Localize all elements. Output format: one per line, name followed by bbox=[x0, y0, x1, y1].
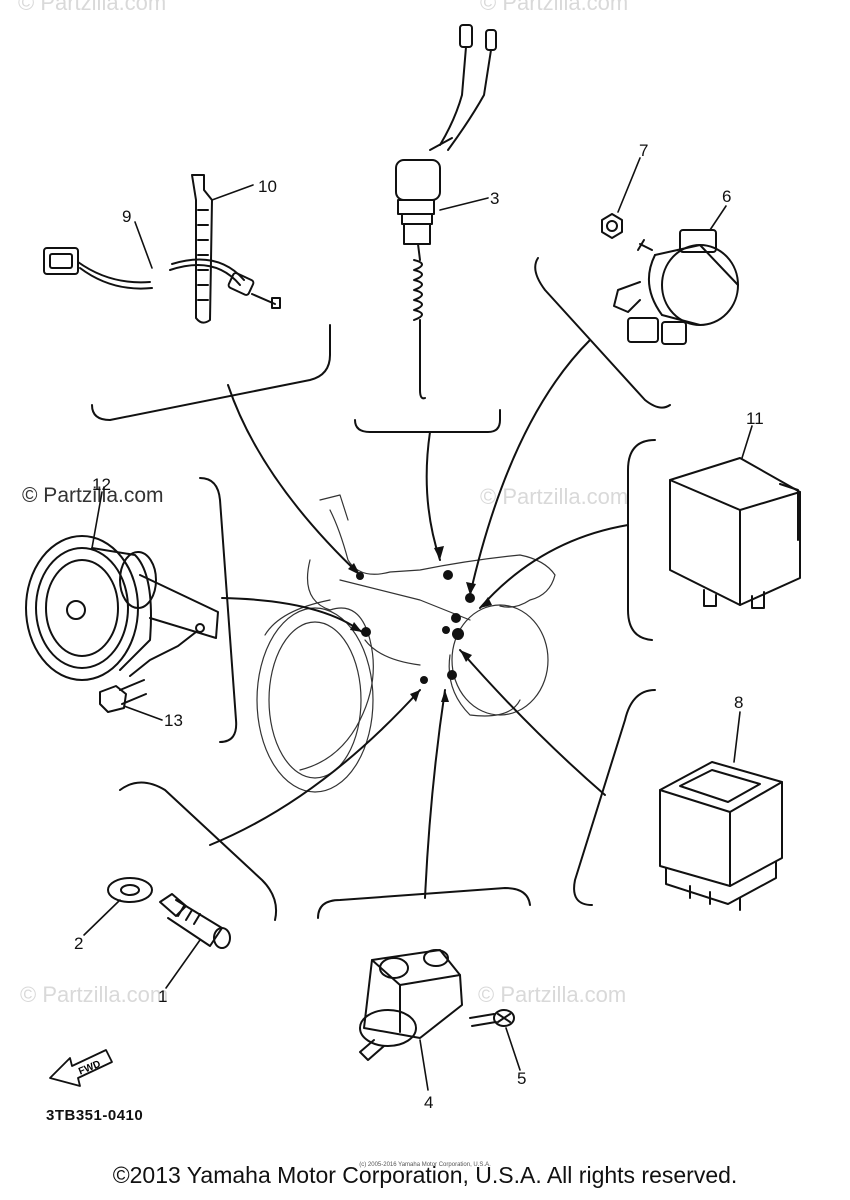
part-2-washer bbox=[107, 877, 153, 903]
callout-13: 13 bbox=[164, 711, 183, 730]
watermark: © Partzilla.com bbox=[480, 484, 629, 509]
callout-5: 5 bbox=[517, 1069, 527, 1088]
diagram-code: 3TB351-0410 bbox=[46, 1107, 144, 1124]
part-5-screw bbox=[469, 1009, 515, 1027]
group-bracket-bottom-center bbox=[317, 887, 531, 919]
callout-4: 4 bbox=[424, 1093, 434, 1112]
group-bracket-top-left bbox=[91, 324, 331, 421]
callout-9: 9 bbox=[122, 207, 132, 226]
part-13-bolt bbox=[99, 679, 147, 713]
callout-6: 6 bbox=[722, 187, 732, 206]
part-12-horn bbox=[25, 535, 219, 681]
callout-1: 1 bbox=[158, 987, 168, 1006]
watermark: © Partzilla.com bbox=[480, 0, 629, 15]
fwd-arrow bbox=[49, 1049, 113, 1087]
group-bracket-top-center bbox=[354, 409, 501, 433]
part-10-cable-tie bbox=[191, 174, 213, 324]
part-1-sensor bbox=[159, 893, 231, 949]
part-11-relay-box bbox=[669, 457, 801, 609]
group-bracket-right-upper bbox=[627, 439, 656, 641]
part-6-relay bbox=[613, 229, 739, 345]
group-bracket-left bbox=[199, 477, 238, 743]
watermark: © Partzilla.com bbox=[22, 484, 164, 507]
callout-8: 8 bbox=[734, 693, 744, 712]
watermark: © Partzilla.com bbox=[478, 982, 627, 1007]
group-bracket-top-right bbox=[534, 257, 671, 409]
part-7-nut bbox=[601, 213, 623, 239]
motorcycle-outline bbox=[256, 494, 556, 793]
callout-10: 10 bbox=[258, 177, 277, 196]
callout-12: 12 bbox=[92, 475, 111, 494]
part-3-switch bbox=[395, 24, 497, 400]
callout-7: 7 bbox=[639, 141, 649, 160]
fine-print: (c) 2005-2016 Yamaha Motor Corporation, … bbox=[359, 1162, 491, 1168]
watermark: © Partzilla.com bbox=[18, 0, 167, 15]
part-9-sensor-harness bbox=[43, 247, 281, 309]
callout-3: 3 bbox=[490, 189, 500, 208]
callout-2: 2 bbox=[74, 934, 84, 953]
group-bracket-right-lower bbox=[573, 689, 656, 906]
watermark: © Partzilla.com bbox=[20, 982, 169, 1007]
callout-11: 11 bbox=[746, 409, 764, 428]
copyright-notice: ©2013 Yamaha Motor Corporation, U.S.A. A… bbox=[112, 1162, 738, 1188]
group-bracket-bottom-left bbox=[119, 781, 278, 921]
part-4-switch bbox=[359, 949, 463, 1061]
part-8-relay bbox=[659, 761, 783, 911]
